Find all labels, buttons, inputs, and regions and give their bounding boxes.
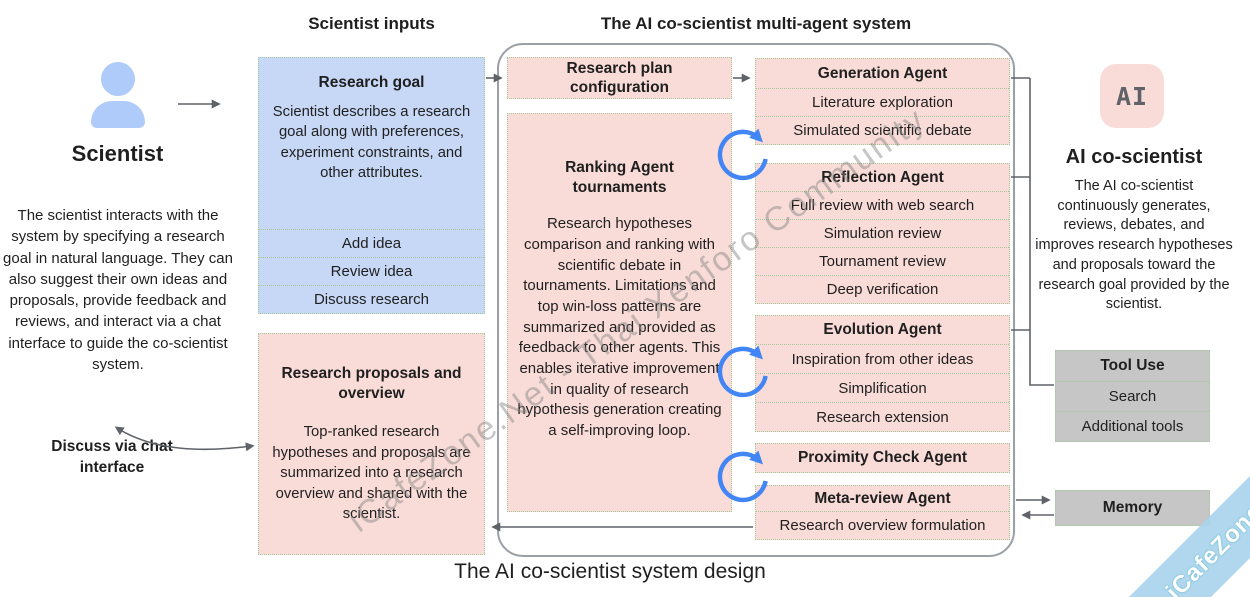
reflection-agent-box: Reflection Agent Full review with web se… xyxy=(755,163,1010,304)
reflection-agent-item: Deep verification xyxy=(756,275,1009,303)
research-proposals-box: Research proposals and overview Top-rank… xyxy=(258,333,485,555)
research-plan-configuration-box: Research plan configuration xyxy=(507,57,732,99)
action-add-idea: Add idea xyxy=(259,229,484,257)
evolution-agent-item: Simplification xyxy=(756,373,1009,402)
ai-icon-label: AI xyxy=(1115,81,1149,111)
meta-review-agent-title: Meta-review Agent xyxy=(814,489,951,507)
tool-use-title: Tool Use xyxy=(1100,357,1165,374)
research-goal-title: Research goal xyxy=(318,74,425,91)
ai-co-scientist-title: AI co-scientist xyxy=(1065,146,1203,168)
reflection-agent-item: Tournament review xyxy=(756,247,1009,275)
person-body-shape xyxy=(91,101,145,128)
meta-review-agent-box: Meta-review Agent Research overview form… xyxy=(755,485,1010,540)
evolution-agent-box: Evolution Agent Inspiration from other i… xyxy=(755,315,1010,432)
evolution-agent-title: Evolution Agent xyxy=(823,321,942,338)
research-proposals-title: Research proposals and overview xyxy=(281,365,462,403)
reflection-agent-item: Simulation review xyxy=(756,219,1009,247)
tool-use-item: Search xyxy=(1056,381,1209,411)
ai-icon: AI xyxy=(1100,64,1164,128)
memory-box: Memory xyxy=(1055,490,1210,526)
meta-review-agent-item: Research overview formulation xyxy=(756,511,1009,539)
evolution-agent-item: Research extension xyxy=(756,402,1009,431)
action-review-idea: Review idea xyxy=(259,257,484,285)
tool-use-box: Tool Use Search Additional tools xyxy=(1055,350,1210,442)
generation-agent-item: Simulated scientific debate xyxy=(756,116,1009,144)
tool-use-item: Additional tools xyxy=(1056,411,1209,441)
scientist-description: The scientist interacts with the system … xyxy=(3,207,233,374)
ranking-agent-box: Ranking Agent tournaments Research hypot… xyxy=(507,113,732,512)
action-discuss-research: Discuss research xyxy=(259,285,484,313)
ranking-agent-title: Ranking Agent tournaments xyxy=(565,159,674,197)
research-plan-configuration-label: Research plan configuration xyxy=(566,59,673,96)
generation-agent-title: Generation Agent xyxy=(817,64,948,82)
ai-co-scientist-description: The AI co-scientist continuously generat… xyxy=(1035,178,1233,313)
proximity-check-agent-title: Proximity Check Agent xyxy=(797,449,968,466)
scientist-inputs-header: Scientist inputs xyxy=(308,14,435,33)
memory-title: Memory xyxy=(1102,499,1163,516)
research-goal-description: Scientist describes a research goal alon… xyxy=(272,104,471,182)
multi-agent-system-header: The AI co-scientist multi-agent system xyxy=(600,14,912,33)
diagram-caption: The AI co-scientist system design xyxy=(454,560,766,583)
research-goal-box: Research goal Scientist describes a rese… xyxy=(258,57,485,314)
person-head-shape xyxy=(101,62,135,96)
research-proposals-description: Top-ranked research hypotheses and propo… xyxy=(272,424,471,522)
ranking-agent-description: Research hypotheses comparison and ranki… xyxy=(517,215,722,440)
scientist-title: Scientist xyxy=(71,141,164,166)
reflection-agent-item: Full review with web search xyxy=(756,191,1009,219)
generation-agent-box: Generation Agent Literature exploration … xyxy=(755,58,1010,145)
discuss-via-chat-label: Discuss via chat interface xyxy=(51,438,173,476)
reflection-agent-title: Reflection Agent xyxy=(821,168,944,186)
generation-agent-item: Literature exploration xyxy=(756,88,1009,116)
evolution-agent-item: Inspiration from other ideas xyxy=(756,344,1009,373)
proximity-check-agent-box: Proximity Check Agent xyxy=(755,443,1010,473)
